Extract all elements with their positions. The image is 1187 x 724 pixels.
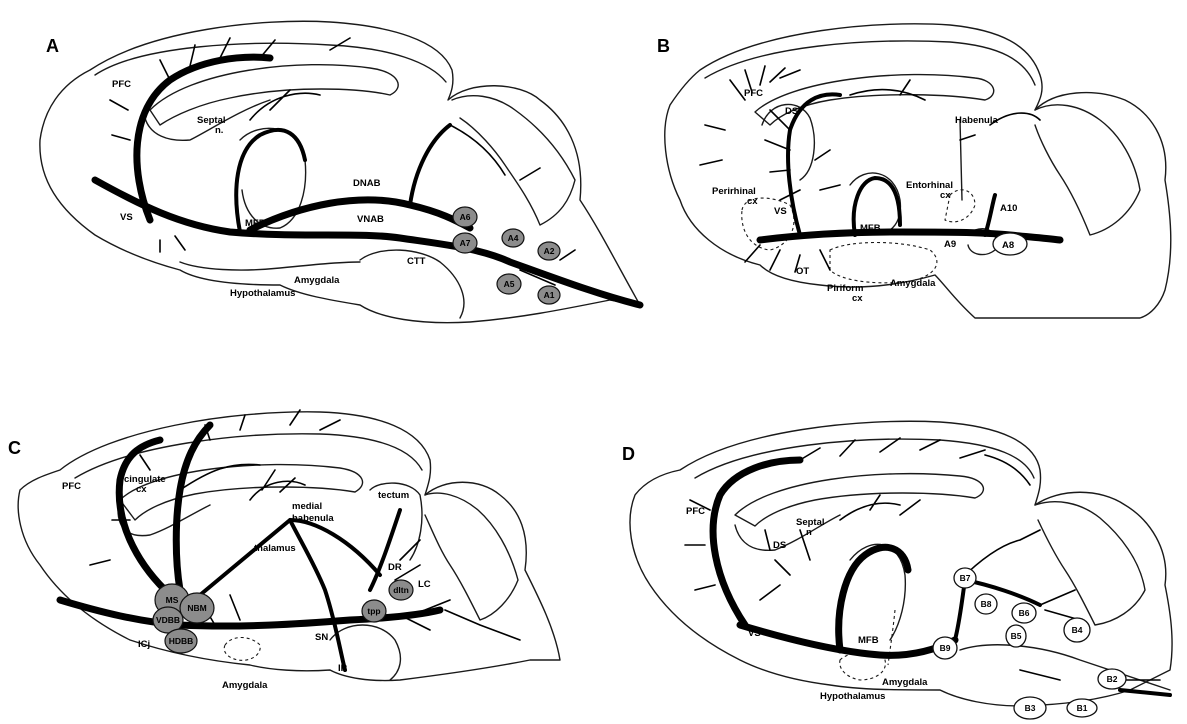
panel-c-thalamus-path [200, 520, 380, 595]
label-a-hypothalamus: Hypothalamus [230, 288, 295, 299]
label-b-mfb: MFB [860, 223, 881, 234]
panel-d-pfc-arc [713, 460, 800, 625]
label-b-ds: DS [785, 106, 798, 117]
panel-b-cerebellum [1035, 105, 1140, 235]
label-a-ctt: CTT [407, 256, 426, 267]
panel-c-callosum [120, 465, 363, 520]
panel-b-cortex-line [705, 41, 1035, 85]
panel-a-caudal [410, 125, 450, 205]
label-c-ic: ICj [138, 639, 150, 650]
label-c-thalamus: thalamus [254, 543, 296, 554]
label-d-vs: VS [748, 628, 761, 639]
label-c-ip: IP [338, 663, 348, 674]
label-b-vs: VS [774, 206, 787, 217]
nucleus-a2-label: A2 [544, 246, 555, 256]
nucleus-b5-label: B5 [1011, 631, 1022, 641]
label-d-mfb: MFB [858, 635, 879, 646]
label-c-dr: DR [388, 562, 402, 573]
panel-c-tectum-path [370, 510, 400, 590]
label-b-perirhinal-cx: cx [747, 196, 758, 207]
panel-c-cingulate-region [118, 505, 210, 536]
label-a-vs: VS [120, 212, 133, 223]
panel-d-caudal [1120, 690, 1170, 695]
label-c-habenula: habenula [292, 513, 334, 524]
nucleus-b1-label: B1 [1077, 703, 1088, 713]
nucleus-b2-label: B2 [1107, 674, 1118, 684]
nucleus-b4-label: B4 [1072, 625, 1083, 635]
label-c-cingulate-cx: cx [136, 484, 147, 495]
label-c-tectum: tectum [378, 490, 409, 501]
label-a-vnab: VNAB [357, 214, 384, 225]
nucleus-b6-label: B6 [1019, 608, 1030, 618]
nucleus-ms-label: MS [166, 595, 179, 605]
panel-d: D B7 B8 B6 B5 B4 B9 B2 B3 B1 PFC DS [622, 421, 1172, 719]
panel-b-a10-bundle [985, 195, 995, 235]
nucleus-vdbb-label: VDBB [156, 615, 180, 625]
panel-b-amygdala-dash [830, 243, 937, 283]
label-c-lc: LC [418, 579, 431, 590]
label-a-septal-n: n. [215, 125, 223, 136]
nucleus-b8-label: B8 [981, 599, 992, 609]
label-b-a8: A8 [1002, 240, 1014, 251]
panel-a-pfc-arc [137, 57, 270, 220]
nucleus-hdbb-label: HDBB [169, 636, 194, 646]
nucleus-dltn-label: dltn [393, 585, 409, 595]
panel-b-brain-outline [665, 24, 1171, 318]
label-d-pfc: PFC [686, 506, 705, 517]
nucleus-b9-label: B9 [940, 643, 951, 653]
panel-a: A A6 A7 A4 A2 A5 A1 PFC Septal n. VS [40, 21, 640, 322]
label-b-piriform-cx: cx [852, 293, 863, 304]
label-a-dnab: DNAB [353, 178, 381, 189]
panel-a-letter: A [46, 36, 59, 56]
panel-c-letter: C [8, 438, 21, 458]
nucleus-nbm-label: NBM [187, 603, 206, 613]
panel-a-ventral [180, 262, 360, 270]
label-b-a9: A9 [944, 239, 956, 250]
nucleus-a1-label: A1 [544, 290, 555, 300]
label-d-ds: DS [773, 540, 786, 551]
panel-c-amygdala-dash [224, 638, 260, 661]
label-a-amygdala: Amygdala [294, 275, 340, 286]
panel-b-letter: B [657, 36, 670, 56]
label-b-a10: A10 [1000, 203, 1017, 214]
label-c-amygdala: Amygdala [222, 680, 268, 691]
panel-c-habenula-path [290, 520, 345, 670]
label-b-ot: OT [796, 266, 809, 277]
nucleus-a5-label: A5 [504, 279, 515, 289]
panel-d-cerebellum [1035, 502, 1145, 625]
nucleus-b7-label: B7 [960, 573, 971, 583]
label-b-entorhinal-cx: cx [940, 190, 951, 201]
panel-b: B PFC DS Habenula Perirhinal cx VS Entor… [657, 24, 1171, 318]
label-a-pfc: PFC [112, 79, 131, 90]
panel-d-main-bundle [740, 625, 955, 655]
panel-c-cerebellum [425, 493, 518, 620]
nucleus-a4-label: A4 [508, 233, 519, 243]
panel-d-hindbrain [960, 645, 1170, 690]
panel-d-letter: D [622, 444, 635, 464]
label-b-pfc: PFC [744, 88, 763, 99]
nucleus-a6-label: A6 [460, 212, 471, 222]
label-a-mfb: MFB [245, 218, 266, 229]
label-d-amygdala: Amygdala [882, 677, 928, 688]
panel-d-callosum [735, 474, 983, 526]
label-b-amygdala: Amygdala [890, 278, 936, 289]
nucleus-a7-label: A7 [460, 238, 471, 248]
nucleus-b3-label: B3 [1025, 703, 1036, 713]
nucleus-tpp-label: tpp [367, 606, 380, 616]
label-c-sn: SN [315, 632, 328, 643]
label-b-habenula: Habenula [955, 115, 998, 126]
label-d-hypothalamus: Hypothalamus [820, 691, 885, 702]
label-c-pfc: PFC [62, 481, 81, 492]
panel-c-cing-arc [119, 440, 165, 590]
label-d-septal-n: n [806, 527, 812, 538]
label-c-medial: medial [292, 501, 322, 512]
panel-c: C MS VDBB NBM HDBB dltn tpp PFC cingulat… [8, 410, 560, 691]
